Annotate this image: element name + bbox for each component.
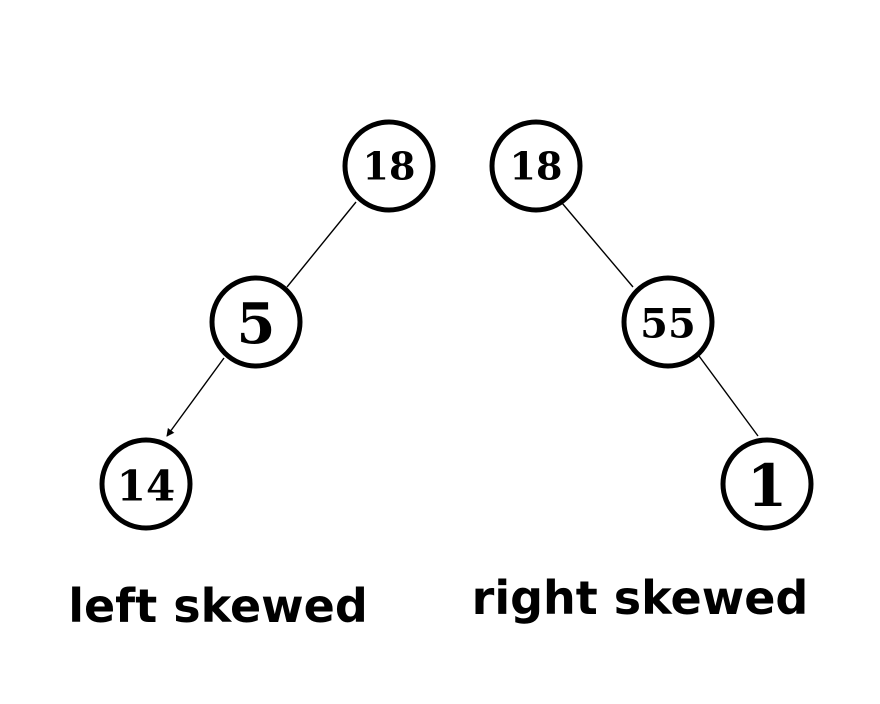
node-label: 14 [117, 462, 175, 511]
right-tree-caption: right skewed [472, 571, 809, 625]
node-label: 18 [363, 144, 416, 189]
edge-r-mid-to-r-leaf [698, 355, 759, 437]
tree-node-l-mid: 5 [209, 275, 303, 369]
node-label: 1 [747, 452, 787, 520]
tree-node-l-root: 18 [342, 119, 436, 213]
node-label: 55 [640, 301, 696, 348]
tree-node-l-leaf: 14 [99, 437, 193, 531]
tree-node-r-leaf: 1 [720, 437, 814, 531]
tree-node-r-root: 18 [489, 119, 583, 213]
node-label: 5 [237, 291, 276, 357]
node-label: 18 [510, 144, 563, 189]
right-skewed-tree: 18 55 1 right skewed [472, 119, 814, 625]
edge-l-mid-to-l-leaf [166, 357, 225, 437]
edge-l-root-to-l-mid [286, 201, 357, 288]
left-skewed-tree: 18 5 14 left skewed [68, 119, 436, 633]
edge-r-root-to-r-mid [561, 202, 634, 288]
left-tree-caption: left skewed [68, 579, 368, 633]
tree-node-r-mid: 55 [621, 275, 715, 369]
